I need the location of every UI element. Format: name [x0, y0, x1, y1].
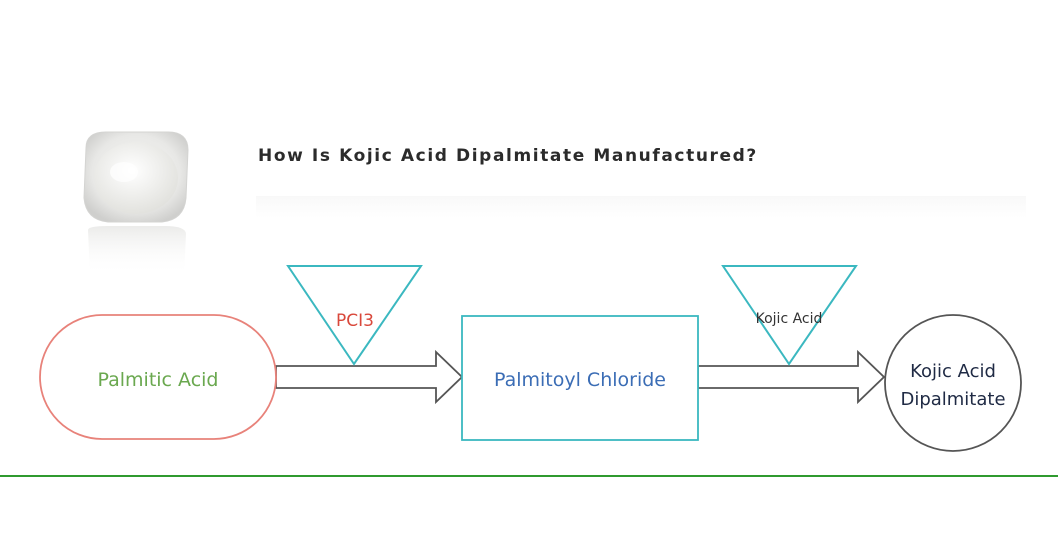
reagent-2-triangle [721, 265, 858, 366]
product-node-label-line-2: Dipalmitate [900, 389, 1005, 410]
powder-bowl-icon [83, 131, 189, 276]
reagent-2-label: Kojic Acid [756, 311, 823, 327]
arrow-1 [275, 349, 464, 405]
reagent-1-label: PCI3 [336, 311, 374, 331]
product-node-label-line-1: Kojic Acid [910, 361, 996, 382]
start-node-label: Palmitic Acid [98, 369, 219, 391]
product-node [884, 314, 1022, 452]
divider-line [0, 475, 1058, 477]
arrow-2 [697, 349, 886, 405]
intermediate-node-label: Palmitoyl Chloride [494, 369, 666, 391]
page-title: How Is Kojic Acid Dipalmitate Manufactur… [258, 146, 758, 166]
title-reflection [256, 196, 1026, 218]
start-node [39, 314, 277, 440]
reagent-1-triangle [286, 265, 423, 366]
intermediate-node [461, 315, 699, 441]
